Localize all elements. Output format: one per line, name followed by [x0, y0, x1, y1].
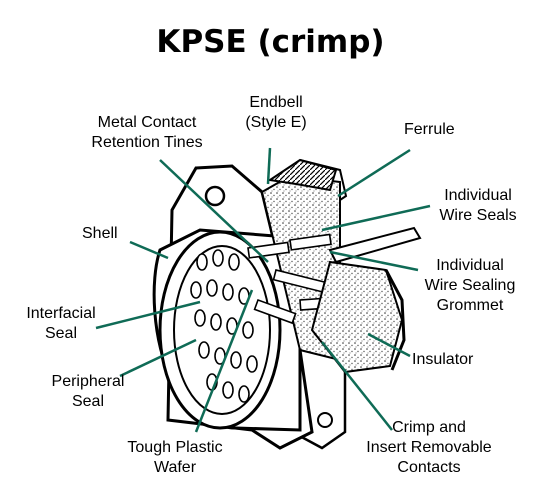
label-tough-plastic-wafer: Tough Plastic Wafer: [127, 439, 223, 476]
label-crimp-insert-removable-contacts: Crimp and Insert Removable Contacts: [366, 419, 492, 476]
leader-lines: [95, 147, 431, 433]
label-ferrule: Ferrule: [404, 121, 455, 138]
rear-insulator-section: [310, 260, 406, 374]
label-individual-wire-seals: Individual Wire Seals: [439, 187, 517, 224]
leader-interfacial: [95, 300, 201, 330]
insert-face: [190, 249, 258, 403]
leader-crimp: [321, 341, 393, 431]
label-metal-contact-retention-tines: Metal Contact Retention Tines: [91, 114, 203, 151]
cable: [328, 226, 422, 264]
label-shell: Shell: [82, 225, 118, 242]
label-insulator: Insulator: [412, 351, 474, 368]
label-peripheral-seal: Peripheral Seal: [51, 373, 125, 410]
leader-peripheral: [119, 338, 197, 378]
leader-wire-seals: [321, 204, 431, 232]
leader-shell: [129, 240, 169, 260]
leader-endbell: [266, 147, 272, 185]
leader-ferrule: [337, 148, 411, 198]
label-endbell: Endbell (Style E): [245, 94, 307, 131]
label-interfacial-seal: Interfacial Seal: [26, 305, 96, 342]
leader-wafer: [194, 289, 254, 433]
label-individual-wire-sealing-grommet: Individual Wire Sealing Grommet: [424, 257, 516, 314]
leader-metal-contact: [159, 159, 269, 263]
diagram-title: KPSE (crimp): [156, 24, 385, 60]
leader-grommet: [329, 250, 419, 272]
leader-insulator: [367, 332, 411, 358]
